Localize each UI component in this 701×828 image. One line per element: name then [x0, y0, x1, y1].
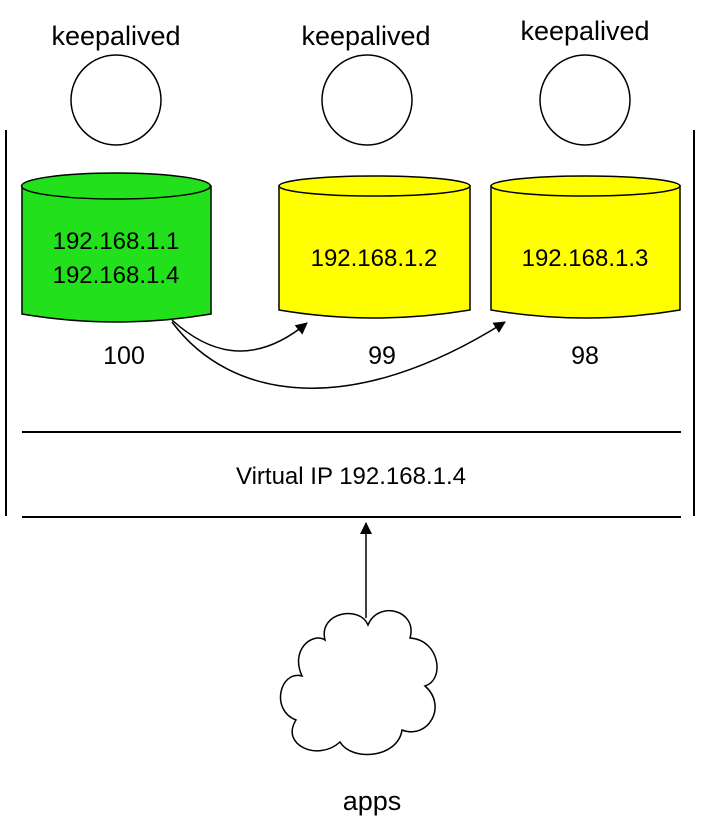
node-1-cylinder-icon: [21, 185, 212, 323]
node-1-cylinder-top: [20, 172, 212, 200]
node-1-address-2: 192.168.1.4: [53, 262, 180, 289]
node-3: keepalived 192.168.1.3 98: [490, 16, 681, 370]
failover-arrow-to-node-3: [171, 321, 506, 389]
node-3-cylinder-top: [490, 175, 681, 197]
node-3-cylinder-icon: [490, 185, 681, 319]
virtual-ip-label: Virtual IP 192.168.1.4: [236, 463, 466, 490]
node-1-priority: 100: [103, 342, 145, 370]
node-1-address-1: 192.168.1.1: [53, 228, 180, 255]
node-2-address-1: 192.168.1.2: [311, 245, 438, 272]
failover-arrow-to-node-2: [171, 319, 308, 352]
node-2-circle-icon: [321, 54, 413, 146]
apps-cloud-icon: [279, 609, 438, 756]
node-3-priority: 98: [571, 342, 599, 370]
node-3-circle-icon: [539, 54, 631, 146]
node-2-cylinder-icon: [278, 185, 471, 319]
node-2-cylinder-top: [278, 175, 471, 197]
node-2-service-label: keepalived: [301, 21, 430, 51]
node-3-address-1: 192.168.1.3: [522, 245, 649, 272]
node-2: keepalived 192.168.1.2 99: [278, 21, 471, 370]
node-1: keepalived 192.168.1.1 192.168.1.4 100: [20, 21, 212, 370]
node-3-service-label: keepalived: [520, 16, 649, 46]
node-1-circle-icon: [70, 54, 162, 146]
node-1-service-label: keepalived: [51, 21, 180, 51]
apps-label: apps: [343, 786, 402, 816]
node-2-priority: 99: [368, 342, 396, 370]
